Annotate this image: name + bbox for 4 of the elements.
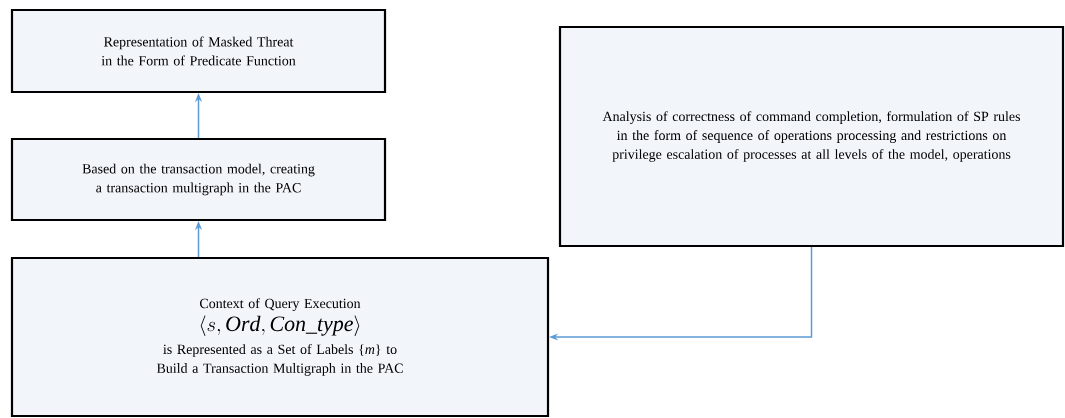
process-box: Representation of Masked Threat in the Form of Predicate Function	[10, 8, 387, 94]
process-box: Based on the transaction model, creating a transaction multigraph in the PAC	[10, 137, 387, 222]
process-box: Context of Query Execution $\langle s, \mathit{Ord}, \mathit{Con\_type} \rangle$ is Represented as a Set of Labels {m} to Build a Transaction Multigraph in the PAC	[10, 256, 550, 418]
process-box: Analysis of correctness of command completion, formulation of SP rules in the form of sequence of operations processing and restrictions on privilege escalation of processes at all levels of the model, operations	[558, 25, 1065, 248]
